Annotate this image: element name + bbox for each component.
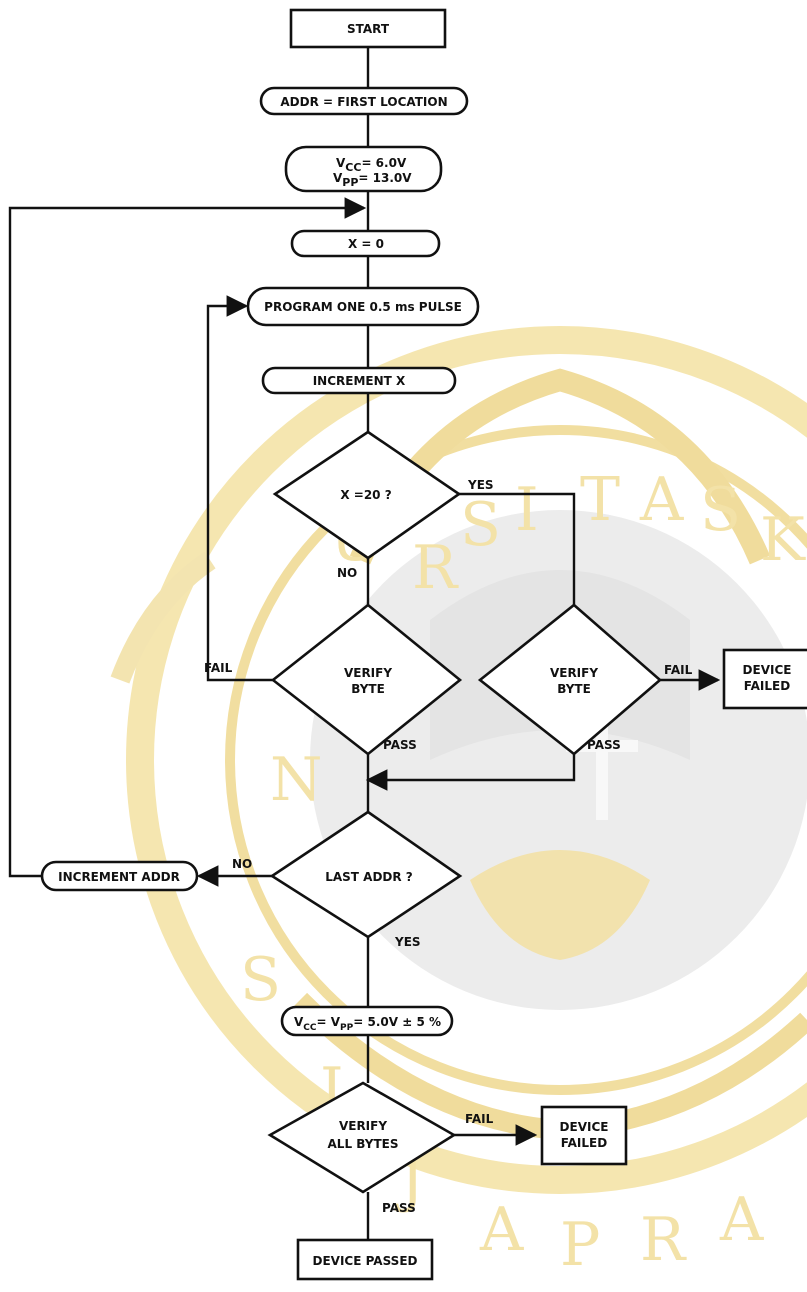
edge-label-yes-last: YES: [394, 935, 421, 949]
verify-all-decision: [267, 1081, 457, 1194]
nodes: [40, 8, 807, 1281]
vcc-label: VCC= 6.0V: [336, 156, 407, 174]
start-box: [289, 8, 447, 49]
connectors: [8, 47, 721, 1240]
edge-label-pass-all: PASS: [382, 1201, 416, 1215]
edge-label-no-last: NO: [232, 857, 252, 871]
verify-byte-left-decision: [270, 603, 463, 756]
addr-first-box: [259, 86, 469, 116]
verify-all-label-2: ALL BYTES: [328, 1137, 399, 1151]
start-label: START: [347, 22, 390, 36]
seal-letter: P: [560, 1210, 600, 1280]
seal-letter: K: [760, 505, 806, 575]
vpp-v: V: [333, 171, 343, 185]
verify-byte-left-label-1: VERIFY: [344, 666, 392, 680]
final-v-b-sub: PP: [340, 1023, 354, 1033]
seal-flame: [470, 850, 650, 960]
final-v-a: V: [294, 1015, 304, 1029]
seal-letter: S: [460, 490, 501, 560]
device-failed-top-label-2: FAILED: [744, 679, 790, 693]
last-addr-decision: [269, 810, 463, 939]
seal-outer-ring: [126, 326, 807, 1194]
connector-addr-loop: [8, 197, 367, 878]
edge-labels: YES NO FAIL FAIL PASS PASS NO YES FAIL P…: [204, 478, 693, 1215]
verify-byte-right-label-1: VERIFY: [550, 666, 598, 680]
final-v-a-sub: CC: [303, 1023, 317, 1033]
vpp-value: = 13.0V: [358, 171, 412, 185]
x20-label: X =20 ?: [340, 488, 391, 502]
x20-decision: [272, 430, 462, 560]
device-failed-bottom-label-2: FAILED: [561, 1136, 607, 1150]
program-pulse-label: PROGRAM ONE 0.5 ms PULSE: [264, 300, 462, 314]
final-v-b: = V: [317, 1015, 341, 1029]
vpp-label: VPP= 13.0V: [333, 171, 412, 189]
voltage-box: [284, 145, 443, 193]
increment-x-label: INCREMENT X: [313, 374, 406, 388]
device-passed-box: [296, 1238, 434, 1281]
watermark-seal: U N R S I T A S K S I J A P R A: [110, 326, 807, 1280]
addr-first-label: ADDR = FIRST LOCATION: [280, 95, 447, 109]
edge-label-pass-left: PASS: [383, 738, 417, 752]
connector-fail-loop: [206, 295, 273, 682]
connector-yes-branch: [459, 492, 576, 605]
x-zero-label: X = 0: [348, 237, 384, 251]
seal-letter: R: [640, 1205, 687, 1275]
seal-letter: A: [639, 465, 684, 535]
verify-byte-left-label-2: BYTE: [351, 682, 385, 696]
vcc-value: = 6.0V: [361, 156, 406, 170]
x-zero-box: [290, 229, 441, 258]
seal-letter: T: [580, 465, 620, 535]
edge-label-fail-all: FAIL: [465, 1112, 494, 1126]
node-labels: START ADDR = FIRST LOCATION VCC= 6.0V VP…: [58, 22, 791, 1268]
vcc-sub: CC: [345, 161, 361, 174]
increment-x-box: [261, 366, 457, 395]
verify-all-label-1: VERIFY: [339, 1119, 387, 1133]
seal-inner-ring: [225, 425, 807, 1095]
edge-label-fail-right: FAIL: [664, 663, 693, 677]
device-passed-label: DEVICE PASSED: [313, 1254, 418, 1268]
verify-byte-right-decision: [477, 603, 662, 756]
last-addr-label: LAST ADDR ?: [325, 870, 413, 884]
seal-letter: A: [479, 1195, 524, 1265]
vpp-sub: PP: [342, 176, 358, 189]
edge-label-fail-left: FAIL: [204, 661, 233, 675]
final-v-c: = 5.0V ± 5 %: [353, 1015, 441, 1029]
increment-addr-box: [40, 860, 199, 892]
device-failed-bottom-label-1: DEVICE: [560, 1120, 609, 1134]
program-pulse-box: [246, 286, 480, 327]
connector-pass-merge: [365, 754, 576, 791]
final-voltage-label: VCC= VPP= 5.0V ± 5 %: [294, 1015, 441, 1033]
device-failed-top-label-1: DEVICE: [743, 663, 792, 677]
final-voltage-box: [280, 1005, 454, 1037]
edge-label-pass-right: PASS: [587, 738, 621, 752]
device-failed-top-box: [722, 648, 807, 710]
vcc-v: V: [336, 156, 346, 170]
seal-letter: R: [412, 533, 459, 603]
device-failed-bottom-box: [540, 1105, 628, 1166]
increment-addr-label: INCREMENT ADDR: [58, 870, 180, 884]
seal-letter: S: [240, 945, 281, 1015]
verify-byte-right-label-2: BYTE: [557, 682, 591, 696]
seal-letter: S: [700, 475, 741, 545]
seal-left-arc: [110, 551, 216, 684]
seal-letter: I: [515, 475, 539, 545]
edge-label-yes-x20: YES: [467, 478, 494, 492]
seal-letter: N: [270, 745, 323, 815]
seal-letter: A: [719, 1185, 764, 1255]
edge-label-no-x20: NO: [337, 566, 357, 580]
